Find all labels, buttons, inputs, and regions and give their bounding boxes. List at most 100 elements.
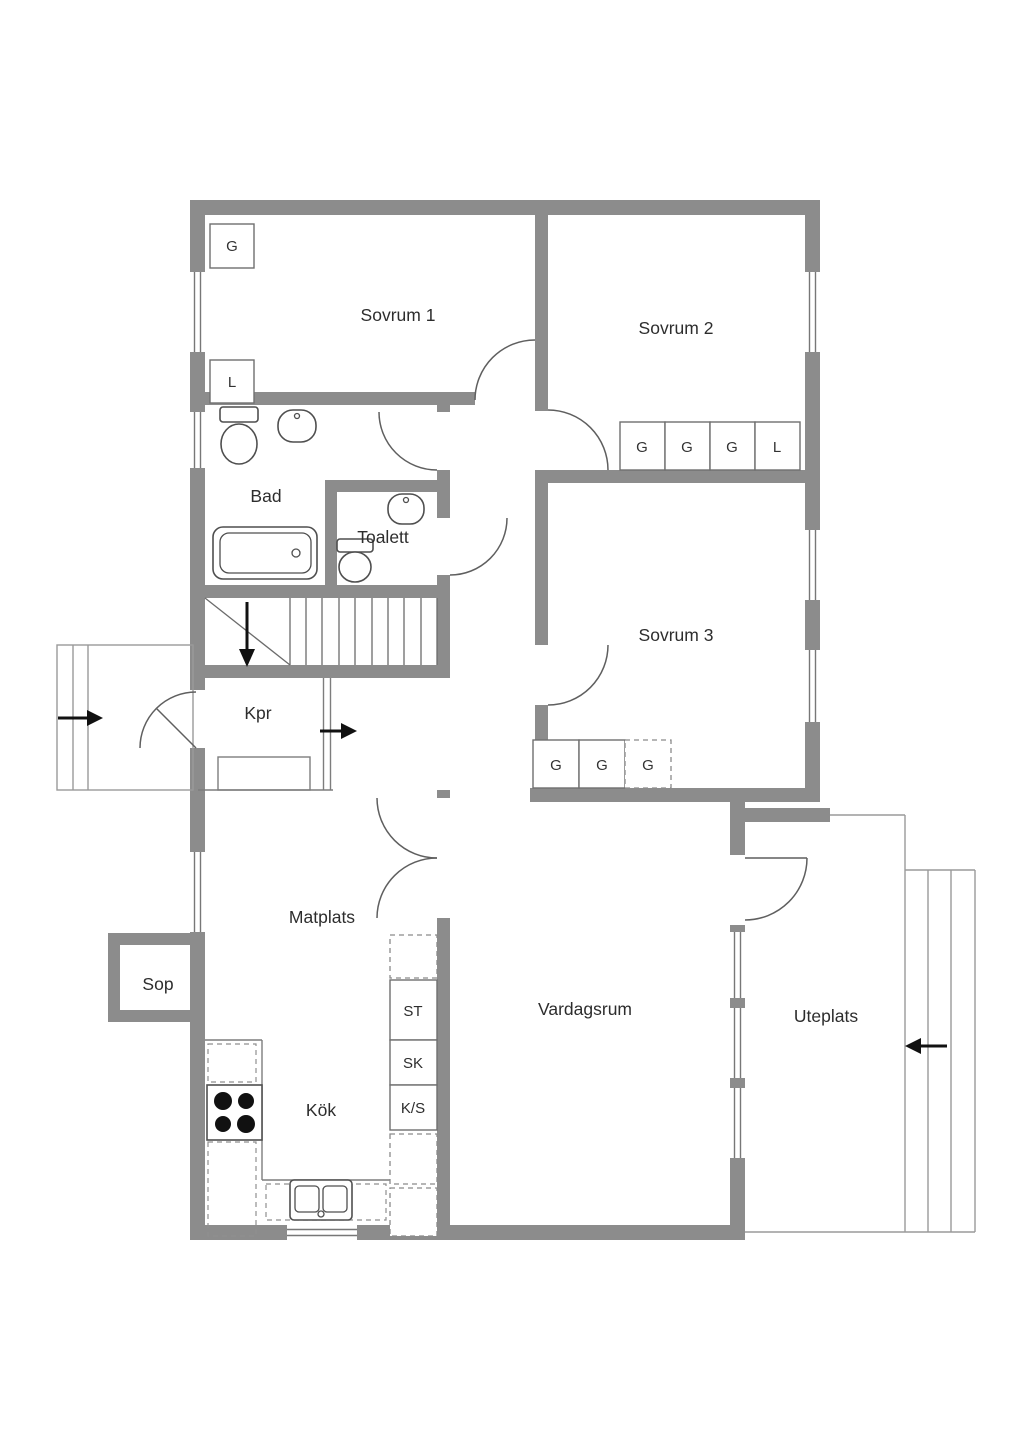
- room-label-toalett: Toalett: [357, 527, 409, 547]
- wall-segment: [108, 933, 198, 945]
- wall-segment: [437, 405, 450, 412]
- door-entry: [139, 691, 197, 749]
- window: [730, 1088, 745, 1158]
- wall-segment: [190, 200, 820, 215]
- kpr-details: [198, 678, 333, 791]
- wall-segment: [805, 200, 820, 272]
- room-label-vardagsrum: Vardagsrum: [538, 999, 632, 1019]
- wall-segment: [535, 470, 820, 483]
- wall-segment: [805, 600, 820, 650]
- wardrobe-sovrum1: [209, 223, 255, 404]
- wardrobe-letter: G: [550, 757, 562, 774]
- uteplats-deck: [745, 814, 976, 1233]
- door-arc-sovrum3: [547, 644, 609, 706]
- window: [730, 1008, 745, 1078]
- windows: [190, 272, 820, 1240]
- kpr-arrow-icon: [320, 723, 357, 739]
- wall-segment: [730, 998, 745, 1008]
- window: [805, 650, 820, 722]
- wall-segment: [108, 1010, 198, 1022]
- wall-segment: [325, 480, 337, 585]
- wardrobe-row-sovrum2: [619, 421, 801, 471]
- patio-opening: [730, 855, 745, 925]
- room-label-uteplats: Uteplats: [794, 1006, 858, 1026]
- wall-segment: [198, 585, 450, 598]
- sink-icon: [277, 409, 317, 443]
- room-label-sovrum1: Sovrum 1: [361, 305, 436, 325]
- toalett-toilet-icon: [336, 538, 374, 583]
- wall-segment: [190, 932, 205, 1240]
- wardrobe-letter: G: [636, 439, 648, 456]
- room-label-sovrum3: Sovrum 3: [639, 625, 714, 645]
- wardrobe-letter: G: [681, 439, 693, 456]
- wall-segment: [190, 352, 205, 412]
- wall-segment: [535, 215, 548, 405]
- toalett-sink-icon: [387, 493, 425, 525]
- wall-segment: [205, 392, 475, 405]
- room-label-kpr: Kpr: [244, 703, 271, 723]
- room-label-sovrum2: Sovrum 2: [639, 318, 714, 338]
- wall-segment: [805, 722, 820, 800]
- room-label-sop: Sop: [142, 974, 173, 994]
- wall-segment: [437, 575, 450, 678]
- toilet-icon: [219, 406, 259, 465]
- wall-segment: [198, 665, 450, 678]
- walls: [108, 200, 830, 1240]
- wardrobe-letter: L: [228, 374, 236, 391]
- stairs: [204, 597, 438, 667]
- wall-segment: [437, 470, 450, 518]
- entry-opening: [190, 690, 205, 748]
- wall-segment: [805, 352, 820, 530]
- wardrobe-letter: L: [773, 439, 781, 456]
- wall-segment: [535, 483, 548, 645]
- wardrobe-letter: G: [226, 238, 238, 255]
- wall-segment: [190, 200, 205, 272]
- wardrobe-letter: G: [642, 757, 654, 774]
- bathtub-icon: [212, 526, 318, 580]
- wall-segment: [437, 918, 450, 1240]
- cabinet-label-st: ST: [403, 1003, 422, 1020]
- window: [805, 272, 820, 352]
- uteplats-arrow-icon: [905, 1038, 947, 1054]
- window: [805, 530, 820, 600]
- window: [190, 272, 205, 352]
- wall-segment: [325, 480, 450, 492]
- wall-segment: [535, 405, 548, 411]
- stairs-down-arrow-icon: [239, 602, 255, 667]
- wall-segment: [437, 790, 450, 798]
- window: [287, 1225, 357, 1240]
- doors: [139, 339, 808, 921]
- wardrobe-letter: G: [596, 757, 608, 774]
- door-arc-bad: [378, 411, 438, 471]
- stove-icon: [206, 1084, 263, 1141]
- wall-segment: [730, 1158, 745, 1240]
- wall-segment: [730, 925, 745, 932]
- wall-segment: [108, 933, 120, 1022]
- window: [730, 932, 745, 998]
- window: [190, 852, 205, 932]
- wall-segment: [190, 468, 205, 690]
- door-uteplats: [744, 857, 808, 921]
- wall-segment: [530, 788, 820, 802]
- door-arc-toalett: [449, 517, 508, 576]
- window: [190, 412, 205, 468]
- kitchen-sink-icon: [289, 1179, 353, 1221]
- room-label-kok: Kök: [306, 1100, 336, 1120]
- door-arc-sovrum2: [547, 409, 609, 471]
- room-label-matplats: Matplats: [289, 907, 355, 927]
- wall-segment: [730, 1078, 745, 1088]
- wardrobe-row-sovrum3: [532, 739, 672, 789]
- wall-segment: [730, 795, 745, 855]
- cabinet-label-sk: SK: [403, 1055, 423, 1072]
- cabinet-label-ks: K/S: [401, 1100, 425, 1117]
- door-arc-matplats-bottom: [376, 857, 438, 919]
- room-label-bad: Bad: [250, 486, 281, 506]
- door-arc-matplats-top: [376, 797, 438, 859]
- cabinet-column: [389, 934, 438, 1237]
- wall-segment: [190, 1225, 287, 1240]
- wardrobe-letter: G: [726, 439, 738, 456]
- wall-segment: [190, 748, 205, 852]
- door-arc-sovrum1: [474, 339, 536, 401]
